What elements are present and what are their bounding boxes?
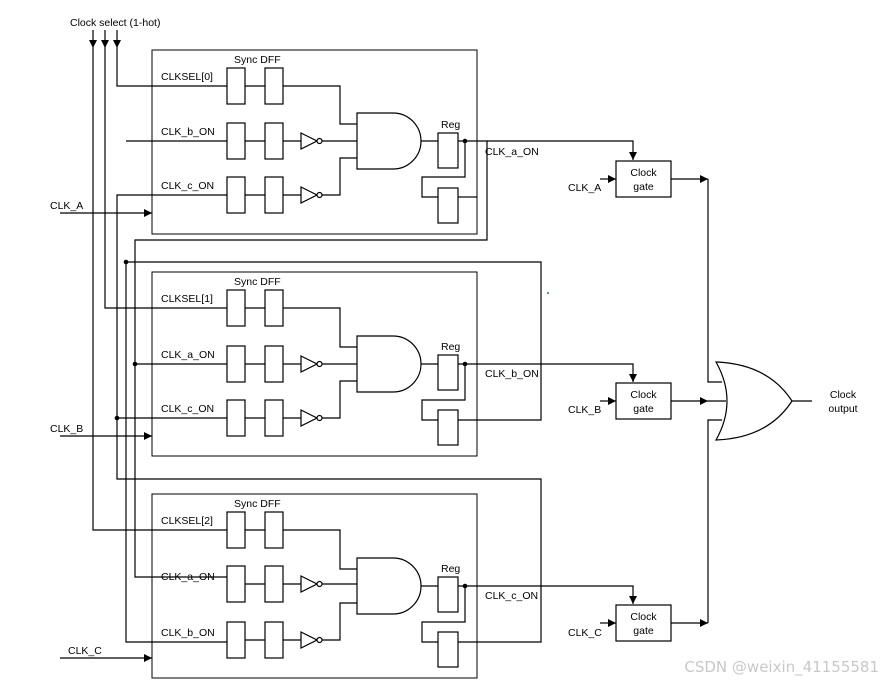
and-gate-icon [356,335,422,393]
in2-label: CLK_c_ON [161,180,214,192]
dff-box [226,67,246,105]
dff-box [226,345,246,383]
in1-label: CLK_a_ON [161,349,215,361]
clock-output-label-2: output [828,403,857,415]
clksel-label: CLKSEL[0] [161,71,213,83]
clk-b-on-bus [125,261,542,643]
svg-text:gate: gate [633,403,654,415]
dff-box [264,621,284,659]
reg-box [437,631,459,668]
clk-c-input-label: CLK_C [68,645,102,657]
dff-box [264,122,284,160]
clk-a-on-bus [134,140,488,578]
reg-box [437,132,459,169]
svg-text:Clock: Clock [630,167,657,179]
dff-box [264,399,284,437]
sync-dff-label: Sync DFF [234,276,281,288]
dff-box [264,565,284,603]
junction-dot [132,361,138,367]
clock-output-label: Clock [830,389,857,401]
selector-block-a: Sync DFF CLKSEL[0] CLK_b_ON CLK_c_ON Reg [151,49,539,235]
out-label: CLK_c_ON [485,590,538,602]
inverter-icon [300,132,319,150]
svg-text:Clock: Clock [630,389,657,401]
reg-box [437,187,459,224]
clk-c-on-to-gate [541,585,637,604]
out-label: CLK_b_ON [485,368,539,380]
dff-box [226,122,246,160]
reg-label: Reg [441,119,460,131]
reg-out-loop [458,364,542,421]
clock-gate-c: Clock gate CLK_C [568,604,672,642]
selector-block-b: Sync DFF CLKSEL[1] CLK_a_ON CLK_c_ON Reg… [151,271,542,457]
dff-box [226,289,246,327]
block-frame [151,271,478,457]
dff-box [264,289,284,327]
dff-box [226,399,246,437]
dff-box [264,67,284,105]
dff-box [226,511,246,549]
inverter-icon [300,409,319,427]
svg-text:Clock: Clock [630,611,657,623]
block-frame [151,49,478,235]
out-label: CLK_a_ON [485,146,539,158]
clock-gate-a: Clock gate CLK_A [568,160,672,198]
clk-b-on-to-gate [541,363,637,382]
clk-b-input-label: CLK_B [50,423,83,435]
clk-c-on-bus [116,194,542,587]
svg-text:gate: gate [633,181,654,193]
clksel1-route [104,48,227,309]
reg-box [437,409,459,446]
gate-clk-label: CLK_B [568,404,601,416]
in1-label: CLK_b_ON [161,126,215,138]
reg-label: Reg [441,563,460,575]
clksel-label: CLKSEL[2] [161,515,213,527]
dff-box [226,176,246,214]
clock-gate-b: Clock gate CLK_B [568,382,672,420]
dff-box [264,345,284,383]
clksel0-route [116,48,227,87]
selector-block-c: Sync DFF CLKSEL[2] CLK_a_ON CLK_b_ON Reg… [151,493,542,679]
reg-label: Reg [441,341,460,353]
sync-dff-label: Sync DFF [234,54,281,66]
or-input-3 [707,419,722,623]
junction-dot [123,259,129,265]
clk-a-input-label: CLK_A [50,200,83,212]
dff-box [226,621,246,659]
or-gate-icon [714,361,793,441]
inverter-icon [300,575,319,593]
inverter-icon [300,355,319,373]
clksel2-route [92,48,227,531]
inverter-icon [300,631,319,649]
reg-box [437,576,459,613]
in1-label: CLK_a_ON [161,571,215,583]
in2-label: CLK_c_ON [161,403,214,415]
gate-clk-label: CLK_C [568,627,602,639]
watermark: CSDN @weixin_41155581 [684,658,879,677]
clock-select-label: Clock select (1-hot) [70,17,160,29]
svg-text:gate: gate [633,625,654,637]
or-input-1 [707,179,722,383]
in2-label: CLK_b_ON [161,627,215,639]
junction-dot [114,415,120,421]
dff-box [264,176,284,214]
and-gate-icon [356,112,422,170]
reg-box [437,354,459,391]
clk-a-on-to-gate [487,140,637,160]
block-frame [151,493,478,679]
sync-dff-label: Sync DFF [234,498,281,510]
gate-clk-label: CLK_A [568,182,601,194]
and-gate-icon [356,557,422,615]
dff-box [226,565,246,603]
reg-out-loop [458,586,542,643]
inverter-icon [300,186,319,204]
dff-box [264,511,284,549]
clksel-label: CLKSEL[1] [161,293,213,305]
